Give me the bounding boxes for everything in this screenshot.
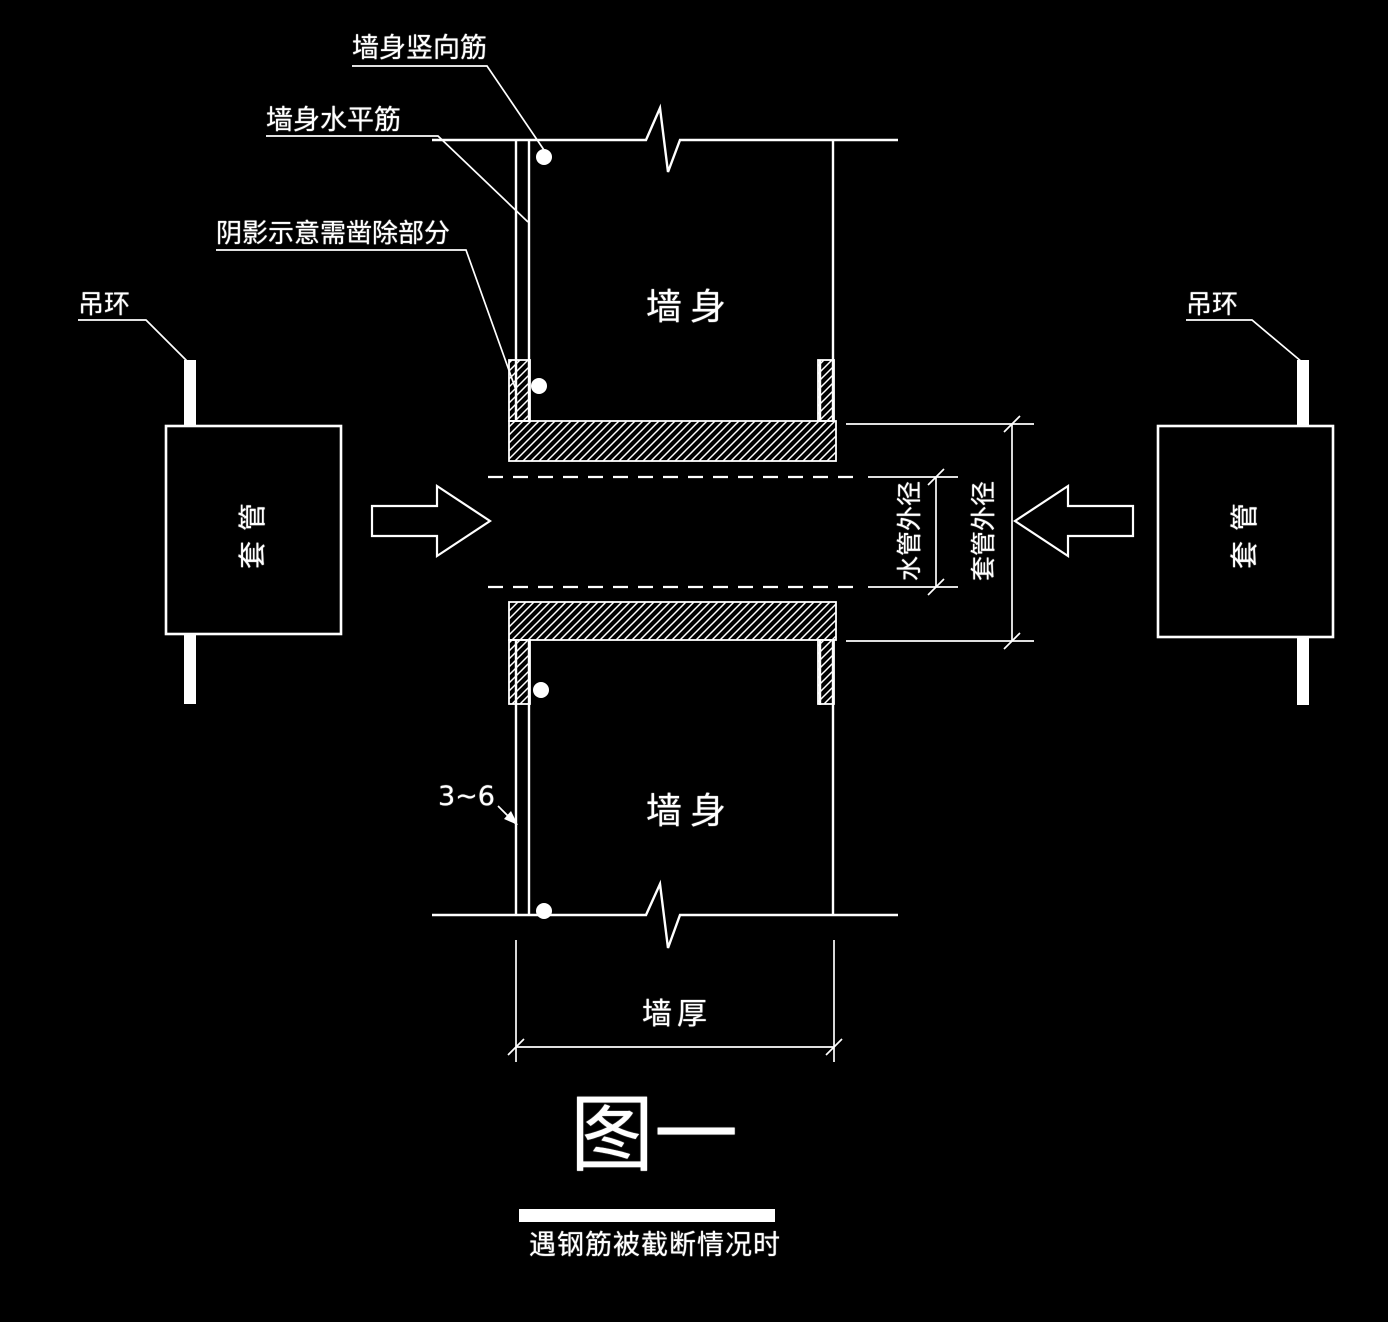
diameter-dimensions bbox=[846, 415, 1034, 650]
wall-thickness-dimension bbox=[507, 940, 843, 1062]
hatch-strip-top-left bbox=[508, 359, 531, 422]
horizontal-rebar-label: 墙身水平筋 bbox=[266, 105, 401, 136]
dim-tick bbox=[927, 468, 945, 486]
gap-dimension-label: 3~6 bbox=[438, 781, 495, 812]
rebar-section-dots bbox=[531, 149, 552, 919]
hatch-band-top bbox=[508, 420, 837, 462]
left-arrow-icon bbox=[370, 483, 492, 559]
right-lifting-ring-label: 吊环 bbox=[1186, 290, 1239, 320]
figure-title: 图一 bbox=[570, 1086, 739, 1184]
left-sleeve-assembly bbox=[164, 360, 343, 704]
wall-top-edge-with-break bbox=[432, 103, 898, 173]
right-lifting-ring-leader bbox=[1186, 319, 1303, 363]
water-pipe-dashed-lines bbox=[488, 475, 862, 589]
left-lifting-ring-label: 吊环 bbox=[78, 290, 131, 320]
water-pipe-od-label: 水管外径 bbox=[895, 481, 924, 582]
gap-dimension-arrowhead bbox=[504, 811, 518, 825]
hatch-band-bottom bbox=[508, 601, 837, 641]
figure-underline-bar bbox=[519, 1209, 775, 1222]
left-lifting-ring-bottom bbox=[184, 634, 196, 704]
rebar-dot bbox=[533, 682, 549, 698]
insertion-arrows bbox=[370, 483, 1135, 559]
vertical-rebar-leader bbox=[352, 65, 545, 151]
hatch-strip-top-right bbox=[817, 359, 835, 422]
right-sleeve-label: 套管 bbox=[1228, 493, 1261, 570]
right-sleeve-assembly bbox=[1156, 360, 1335, 705]
lower-wall-label: 墙身 bbox=[646, 791, 735, 832]
hatch-strip-bottom-left bbox=[508, 639, 531, 705]
sleeve-od-label: 套管外径 bbox=[969, 481, 998, 582]
left-sleeve-label: 套管 bbox=[236, 493, 269, 570]
vertical-rebar-label: 墙身竖向筋 bbox=[352, 33, 487, 64]
dim-tick bbox=[1003, 415, 1021, 433]
chisel-note-label: 阴影示意需凿除部分 bbox=[216, 219, 451, 249]
left-lifting-ring-top bbox=[184, 360, 196, 426]
dim-tick bbox=[507, 1038, 525, 1056]
wall-bottom-edge-with-break bbox=[432, 879, 898, 949]
right-lifting-ring-bottom bbox=[1297, 637, 1309, 705]
upper-wall-label: 墙身 bbox=[646, 287, 735, 328]
right-arrow-icon bbox=[1013, 483, 1135, 559]
left-lifting-ring-leader bbox=[78, 319, 189, 363]
dim-tick bbox=[1003, 632, 1021, 650]
horizontal-rebar-leader bbox=[266, 135, 529, 223]
right-lifting-ring-top bbox=[1297, 360, 1309, 426]
figure-caption: 遇钢筋被截断情况时 bbox=[529, 1230, 781, 1261]
rebar-dot bbox=[536, 903, 552, 919]
chisel-hatched-regions bbox=[508, 359, 837, 705]
chisel-note-leader bbox=[216, 249, 517, 391]
rebar-dot bbox=[536, 149, 552, 165]
leader-lines bbox=[78, 65, 1303, 825]
dim-tick bbox=[927, 578, 945, 596]
right-sleeve-box bbox=[1156, 424, 1335, 639]
left-sleeve-box bbox=[164, 424, 343, 636]
rebar-dot bbox=[531, 378, 547, 394]
hatch-strip-bottom-right bbox=[817, 639, 835, 705]
wall-thickness-label: 墙厚 bbox=[642, 997, 712, 1032]
dim-tick bbox=[825, 1038, 843, 1056]
